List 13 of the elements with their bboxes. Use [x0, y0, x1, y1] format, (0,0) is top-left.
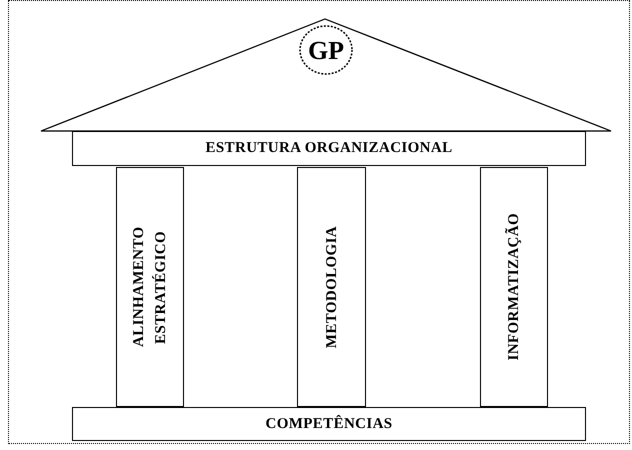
beam-box — [72, 131, 586, 166]
pillar-label: METODOLOGIA — [322, 226, 340, 348]
beam-box — [72, 407, 586, 441]
pillar-label: INFORMATIZAÇÃO — [504, 213, 523, 361]
roof-triangle — [40, 18, 612, 132]
pillar-box — [480, 167, 548, 407]
pillar-box — [116, 167, 184, 407]
pillar-box — [297, 167, 366, 407]
node-label: GP — [308, 34, 344, 66]
node-label: COMPETÊNCIAS — [265, 414, 392, 434]
node-label: ESTRUTURA ORGANIZACIONAL — [206, 139, 452, 158]
pillar-label: ALINHAMENTO ESTRATÉGICO — [130, 226, 170, 350]
apex-circle — [298, 24, 354, 76]
